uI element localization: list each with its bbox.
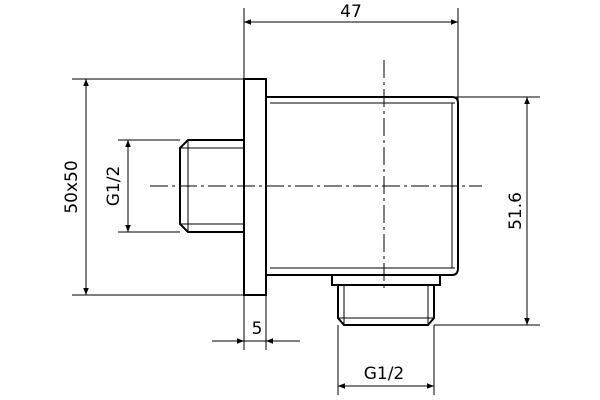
bottom-thread-value: G1/2 (364, 364, 405, 384)
bottom-outlet (331, 275, 441, 326)
bottom-thread-outline (337, 285, 435, 326)
dimension-flange-size: 50x50 (62, 78, 244, 296)
height-value: 51.6 (506, 192, 526, 230)
overall-width-value: 47 (340, 2, 362, 22)
flange-outline (243, 78, 267, 296)
dimension-overall-width: 47 (243, 2, 459, 103)
dimension-flange-thickness: 5 (212, 295, 300, 350)
dimension-left-thread: G1/2 (104, 139, 180, 233)
wall-flange (243, 78, 267, 296)
left-thread-value: G1/2 (104, 166, 124, 207)
bottom-nut-collar (331, 275, 441, 286)
flange-thickness-value: 5 (252, 319, 263, 339)
flange-size-value: 50x50 (62, 160, 82, 213)
dimension-height: 51.6 (434, 96, 540, 326)
dimension-bottom-thread: G1/2 (337, 325, 435, 395)
